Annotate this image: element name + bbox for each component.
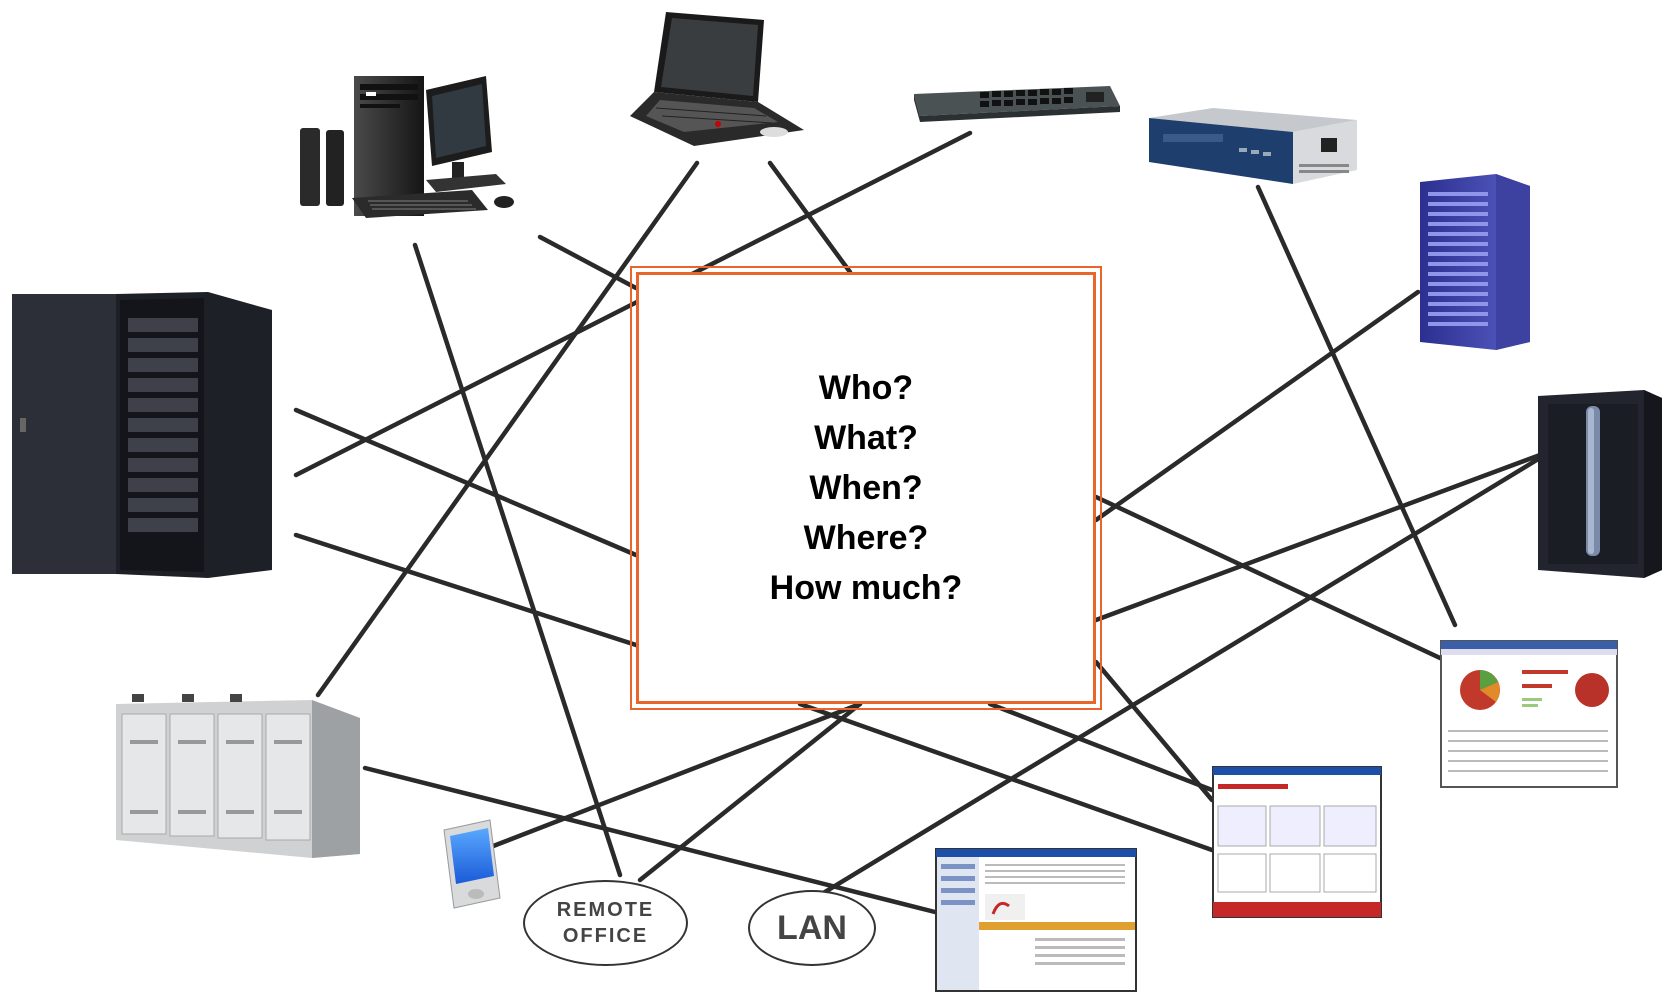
connection-line	[315, 160, 700, 698]
pda-icon	[443, 819, 501, 909]
connection-line	[1093, 452, 1543, 623]
question-where: Where?	[803, 519, 929, 557]
crm-screenshot-icon	[935, 848, 1137, 992]
question-how-much: How much?	[769, 569, 963, 607]
question-when: When?	[809, 469, 923, 507]
connection-line	[1093, 659, 1215, 803]
connection-line	[1093, 289, 1421, 523]
web-app-screenshot-icon	[1212, 766, 1382, 918]
connection-line	[767, 160, 853, 275]
mainframe-icon	[1538, 390, 1662, 578]
remote-office-oval: REMOTE OFFICE	[523, 880, 688, 966]
questions-list: Who? What? When? Where? How much?	[770, 363, 963, 613]
connection-line	[1255, 184, 1458, 628]
connection-line	[637, 701, 863, 883]
desktop-pc-icon	[300, 76, 514, 218]
connection-line	[362, 765, 938, 915]
connection-line	[293, 532, 639, 648]
connection-line	[412, 242, 623, 878]
storage-cabinet-icon	[116, 694, 360, 858]
connection-line	[293, 130, 973, 478]
connection-line	[817, 455, 1543, 898]
connection-line	[797, 701, 1215, 853]
question-who: Who?	[818, 369, 914, 407]
connection-line	[293, 407, 639, 558]
lan-oval: LAN	[748, 890, 876, 966]
questions-frame: Who? What? When? Where? How much?	[630, 266, 1102, 710]
blade-server-icon	[1420, 174, 1530, 350]
connection-line	[467, 701, 863, 858]
connection-line	[987, 701, 1215, 793]
report-screenshot-icon	[1440, 640, 1618, 788]
laptop-icon	[630, 12, 804, 146]
connection-line	[537, 234, 639, 291]
question-what: What?	[814, 419, 918, 457]
server-rack-icon	[12, 292, 272, 578]
network-switch-icon	[914, 86, 1120, 122]
lan-label: LAN	[777, 908, 847, 947]
remote-office-label: REMOTE OFFICE	[556, 899, 655, 947]
router-icon	[1149, 108, 1357, 184]
connection-line	[1093, 494, 1458, 668]
